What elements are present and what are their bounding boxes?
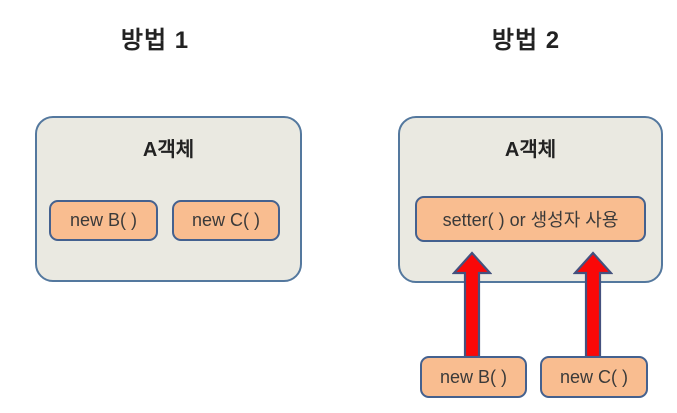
injection-arrow-c-icon xyxy=(573,251,613,358)
method1-object-box-title: A객체 xyxy=(142,139,195,161)
method2-title: 방법 2 xyxy=(491,27,561,54)
injection-arrow-b-icon xyxy=(452,251,492,358)
method1-new-b-node: new B( ) xyxy=(49,200,158,241)
method2-new-b-source-node: new B( ) xyxy=(420,356,527,398)
method1-new-c-node: new C( ) xyxy=(172,200,280,241)
method1-object-box: A객체 xyxy=(35,116,302,282)
method2-setter-node: setter( ) or 생성자 사용 xyxy=(415,196,646,242)
method1-title: 방법 1 xyxy=(120,27,190,54)
method2-new-c-source-node: new C( ) xyxy=(540,356,648,398)
method2-object-box-title: A객체 xyxy=(504,139,557,161)
